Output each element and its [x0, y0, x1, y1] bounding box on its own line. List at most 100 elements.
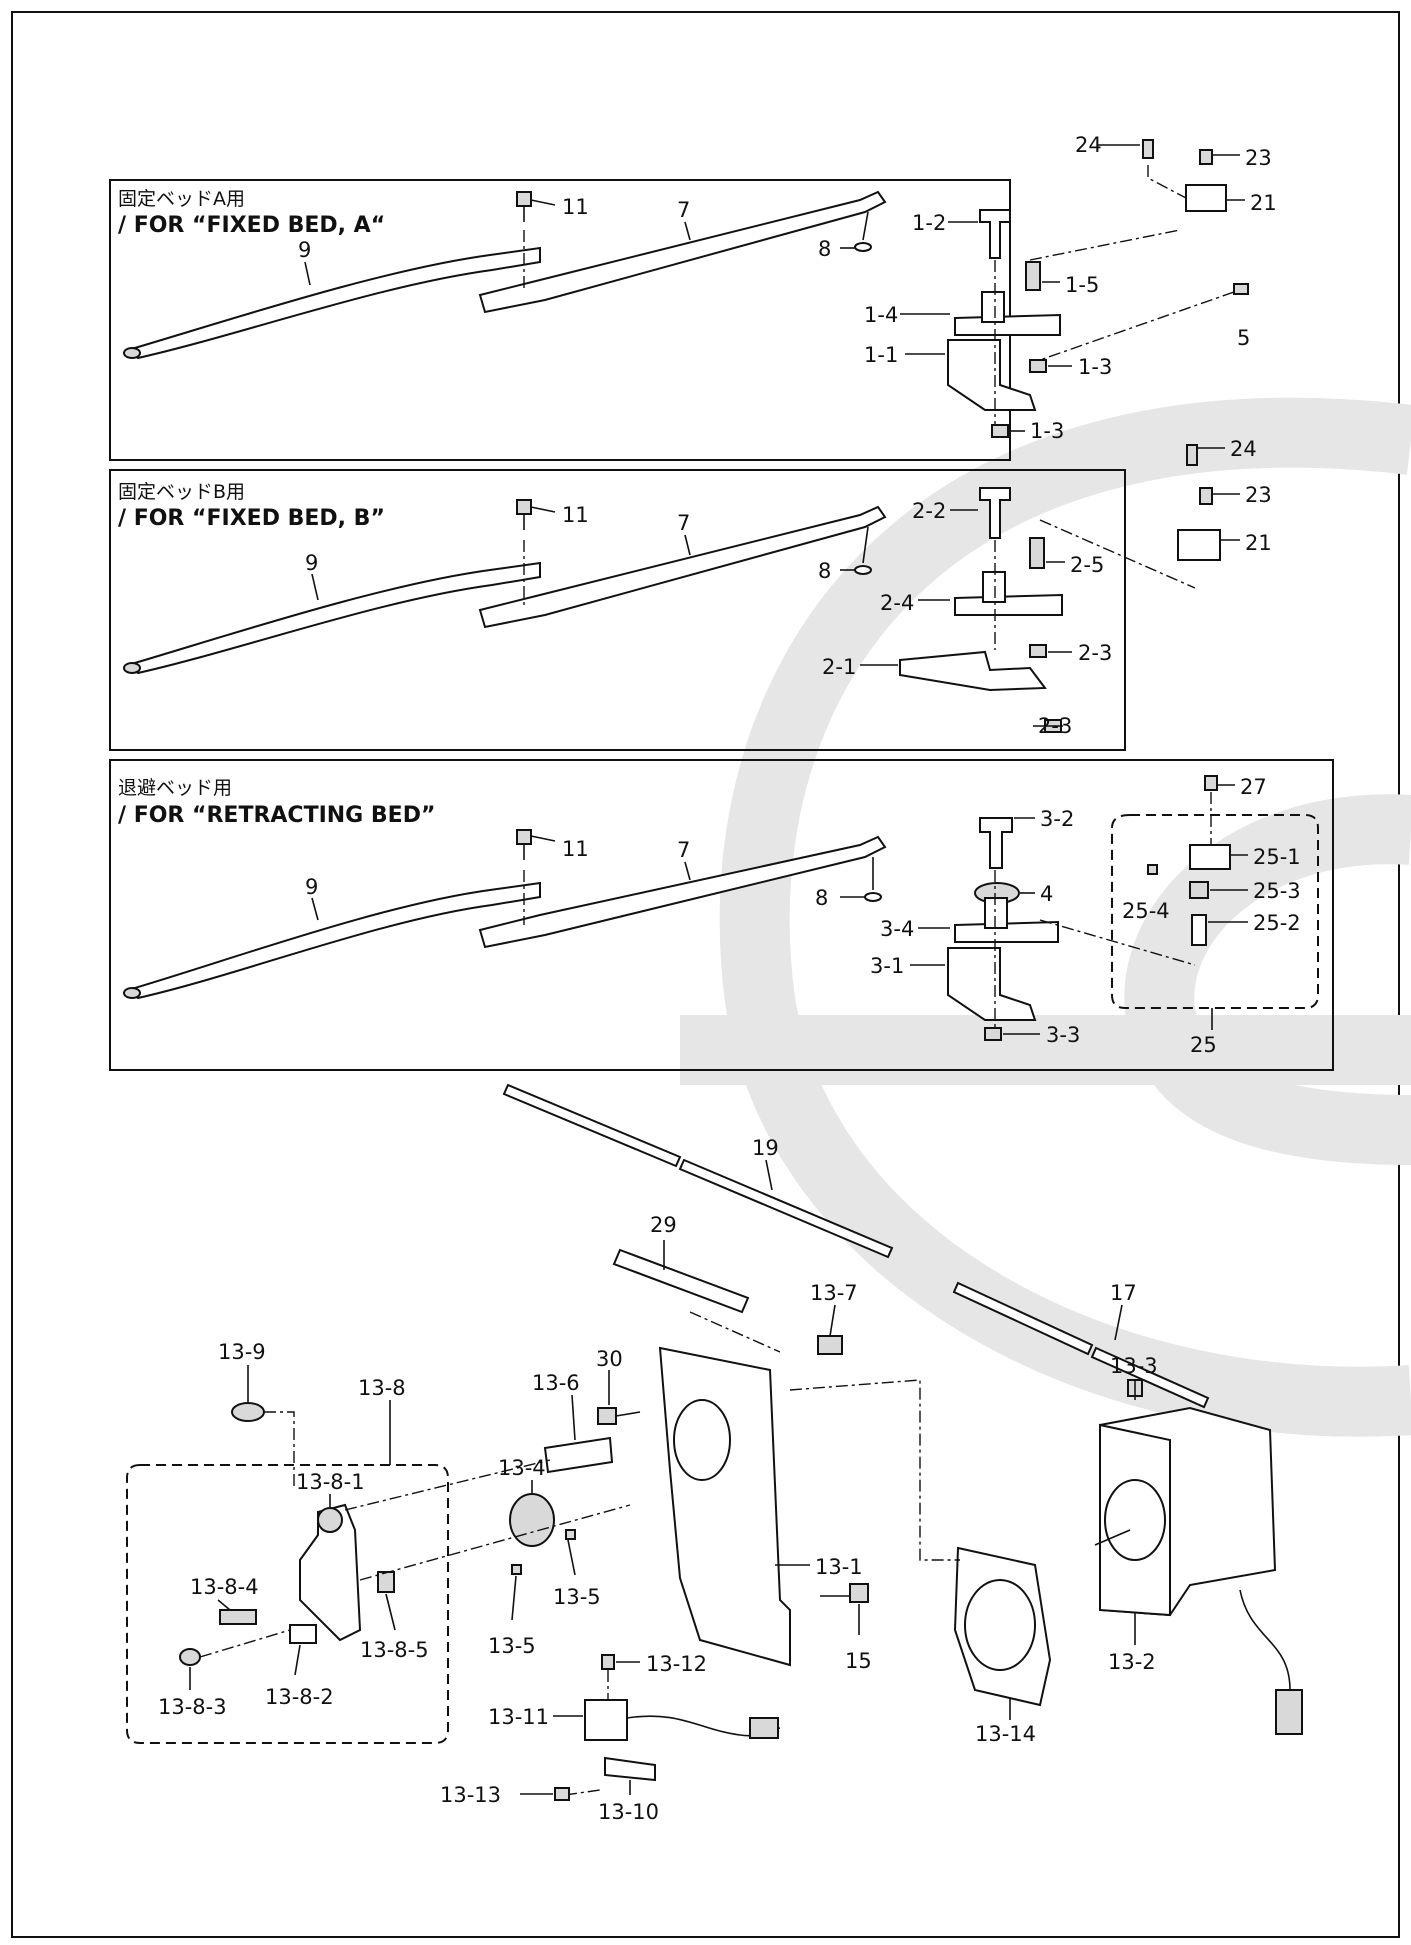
label-13-9: 13-9: [218, 1340, 266, 1364]
label-25-4: 25-4: [1122, 899, 1170, 923]
shaft-17-right: [1090, 1346, 1210, 1409]
bracket-9-b-tip: [123, 662, 141, 674]
label-13-8-3: 13-8-3: [158, 1695, 227, 1719]
watermark-logo: [680, 397, 1411, 1437]
label-29: 29: [650, 1213, 677, 1237]
label-2-5: 2-5: [1070, 553, 1104, 577]
label-11-c: 11: [562, 837, 589, 861]
label-25: 25: [1190, 1033, 1217, 1057]
label-13-5-a: 13-5: [553, 1585, 601, 1609]
label-13-13: 13-13: [440, 1783, 501, 1807]
screw-11-a: [516, 191, 532, 207]
plate-2-4: [954, 593, 1063, 616]
nut-1-3-upper: [1029, 359, 1047, 373]
panel-b-frame: [109, 469, 1126, 751]
shaft-19-right: [678, 1158, 894, 1259]
stud-1-5: [1025, 261, 1041, 291]
label-1-1: 1-1: [864, 343, 898, 367]
label-30: 30: [596, 1347, 623, 1371]
label-13-8-4: 13-8-4: [190, 1575, 259, 1599]
panel-b-title-jp: 固定ベッドB用: [118, 481, 245, 503]
label-21-a: 21: [1250, 191, 1277, 215]
label-1-3-lower: 1-3: [1030, 419, 1064, 443]
sensor-connector: [749, 1717, 779, 1739]
plate-29: [612, 1248, 750, 1314]
screw-11-b: [516, 499, 532, 515]
panel-c-title-en: / FOR “RETRACTING BED”: [118, 803, 435, 828]
nut-13-8-5: [377, 1571, 395, 1593]
label-1-2: 1-2: [912, 211, 946, 235]
nut-13-7: [817, 1335, 843, 1355]
screw-13-12: [601, 1654, 615, 1670]
label-21-b: 21: [1245, 531, 1272, 555]
panel-c-parts: [123, 775, 1319, 1041]
label-13-4: 13-4: [498, 1456, 546, 1480]
bar-7-a: [478, 190, 887, 314]
label-2-1: 2-1: [822, 655, 856, 679]
boss-2-4: [982, 571, 1006, 603]
boss-1-4: [981, 291, 1005, 323]
label-13-8-2: 13-8-2: [265, 1685, 334, 1709]
label-2-4: 2-4: [880, 591, 914, 615]
label-8-c: 8: [815, 886, 828, 910]
label-25-2: 25-2: [1253, 911, 1301, 935]
label-13-11: 13-11: [488, 1705, 549, 1729]
screw-1-2: [979, 209, 1011, 259]
label-27: 27: [1240, 775, 1267, 799]
nut-2-3-upper: [1029, 644, 1047, 658]
washer-8-c: [864, 892, 882, 902]
label-5: 5: [1237, 326, 1250, 350]
label-13-10: 13-10: [598, 1800, 659, 1824]
screw-13-5-b: [511, 1564, 522, 1575]
bracket-9-c-tip: [123, 987, 141, 999]
motor-connector: [1275, 1689, 1303, 1735]
lever-13-8-1-hub: [317, 1507, 343, 1533]
label-2-3-lower: 2-3: [1038, 714, 1072, 738]
label-7-a: 7: [677, 198, 690, 222]
label-24-b: 24: [1230, 437, 1257, 461]
label-11-a: 11: [562, 195, 589, 219]
block-21-b: [1177, 529, 1221, 561]
bracket-13-10: [604, 1756, 656, 1782]
bracket-2-1: [899, 650, 1047, 692]
page-frame: [11, 11, 1400, 1938]
label-7-c: 7: [677, 838, 690, 862]
sensor-13-11: [584, 1699, 628, 1741]
stud-2-5: [1029, 537, 1045, 569]
screw-13-8-3: [179, 1648, 201, 1666]
screw-15: [849, 1583, 869, 1603]
plate-3-4: [954, 920, 1059, 943]
plate-1-4: [954, 313, 1061, 336]
label-24-a: 24: [1075, 133, 1102, 157]
label-9-a: 9: [298, 238, 311, 262]
screw-13-13: [554, 1787, 570, 1801]
screw-2-2: [979, 487, 1011, 539]
screw-3-2: [979, 817, 1013, 869]
label-9-c: 9: [305, 875, 318, 899]
clip-13-8-2: [289, 1624, 317, 1644]
bracket-3-1: [947, 947, 1037, 1021]
boss-3-4: [984, 897, 1008, 929]
nut-1-3-lower: [991, 424, 1009, 438]
label-13-7: 13-7: [810, 1281, 858, 1305]
washer-8-b: [854, 565, 872, 575]
bottom-assembly-parts: [126, 1083, 1303, 1801]
label-13-1: 13-1: [815, 1555, 863, 1579]
label-1-5: 1-5: [1065, 273, 1099, 297]
screw-30: [597, 1407, 617, 1425]
screw-24-a: [1142, 139, 1154, 159]
bracket-9-b: [125, 561, 541, 675]
motor-13-2-boss: [1104, 1479, 1166, 1561]
panel-a-title-en: / FOR “FIXED BED, A“: [118, 213, 385, 238]
pin-25-2: [1191, 914, 1207, 946]
flange-13-14-hole: [964, 1579, 1036, 1671]
label-13-12: 13-12: [646, 1652, 707, 1676]
label-3-2: 3-2: [1040, 807, 1074, 831]
gear-13-4: [509, 1493, 555, 1547]
label-8-b: 8: [818, 559, 831, 583]
label-8-a: 8: [818, 237, 831, 261]
screw-5: [1233, 283, 1249, 295]
panel-a-parts: [123, 139, 1249, 438]
bar-7-b: [478, 505, 887, 629]
label-3-3: 3-3: [1046, 1023, 1080, 1047]
